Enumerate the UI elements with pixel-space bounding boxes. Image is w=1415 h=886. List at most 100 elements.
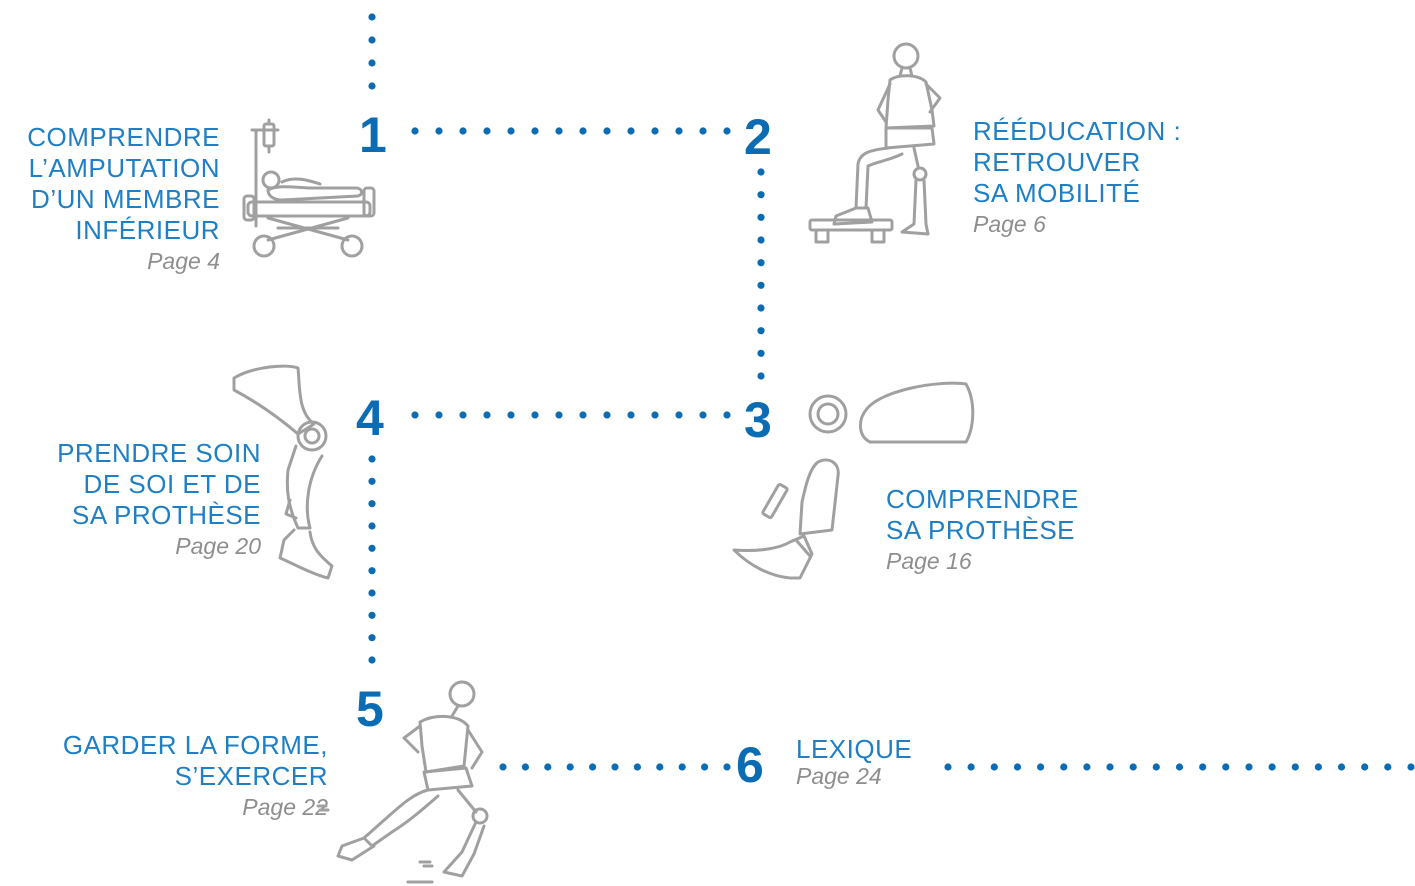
path-dot [656, 763, 663, 770]
page-ref: Page 4 [27, 246, 220, 276]
path-dot [368, 13, 375, 20]
step-number-2: 2 [744, 112, 772, 162]
path-dot [1037, 763, 1044, 770]
title-line: L’AMPUTATION [27, 153, 220, 184]
title-line: INFÉRIEUR [27, 215, 220, 246]
path-dot [368, 634, 375, 641]
runner-prosthesis-icon [312, 676, 512, 886]
title-line: D’UN MEMBRE [27, 184, 220, 215]
path-dot [1384, 763, 1391, 770]
path-dot [757, 168, 764, 175]
path-dot [1106, 763, 1113, 770]
path-dot [1222, 763, 1229, 770]
path-dot [1130, 763, 1137, 770]
path-dot [1176, 763, 1183, 770]
title-line: SA MOBILITÉ [973, 178, 1181, 209]
path-dot [1153, 763, 1160, 770]
section-title: COMPRENDRE L’AMPUTATION D’UN MEMBRE INFÉ… [27, 122, 220, 246]
path-dot [723, 127, 730, 134]
section-6[interactable]: LEXIQUE Page 24 [796, 734, 912, 791]
path-dot [1292, 763, 1299, 770]
path-dot [699, 127, 706, 134]
path-dot [611, 763, 618, 770]
path-dot [757, 282, 764, 289]
path-dot [675, 411, 682, 418]
path-dot [603, 411, 610, 418]
path-dot [1361, 763, 1368, 770]
path-dot [544, 763, 551, 770]
path-dot [757, 350, 764, 357]
title-line: COMPRENDRE [27, 122, 220, 153]
path-dot [757, 304, 764, 311]
path-dot [368, 589, 375, 596]
path-dot [701, 763, 708, 770]
section-title: RÉÉDUCATION : RETROUVER SA MOBILITÉ [973, 116, 1181, 209]
page-ref: Page 22 [63, 792, 328, 822]
path-dot [435, 411, 442, 418]
page-ref: Page 24 [796, 761, 912, 791]
path-dot [531, 127, 538, 134]
path-dot [531, 411, 538, 418]
path-dot [555, 127, 562, 134]
path-dot [522, 763, 529, 770]
step-number-6: 6 [736, 740, 764, 790]
path-dot [944, 763, 951, 770]
path-dot [699, 411, 706, 418]
title-line: RÉÉDUCATION : [973, 116, 1181, 147]
path-dot [1083, 763, 1090, 770]
path-dot [757, 372, 764, 379]
path-dot [555, 411, 562, 418]
section-5[interactable]: GARDER LA FORME, S’EXERCER Page 22 [63, 730, 328, 822]
path-dot [368, 522, 375, 529]
title-line: RETROUVER [973, 147, 1181, 178]
section-2[interactable]: RÉÉDUCATION : RETROUVER SA MOBILITÉ Page… [973, 116, 1181, 239]
section-1[interactable]: COMPRENDRE L’AMPUTATION D’UN MEMBRE INFÉ… [27, 122, 220, 276]
page-ref: Page 6 [973, 209, 1181, 239]
path-dot [757, 327, 764, 334]
path-dot [368, 478, 375, 485]
section-title: GARDER LA FORME, S’EXERCER [63, 730, 328, 792]
path-dot [627, 127, 634, 134]
path-dot [459, 411, 466, 418]
prosthesis-components-icon [720, 380, 980, 580]
path-dot [368, 59, 375, 66]
path-dot [1338, 763, 1345, 770]
path-dot [411, 127, 418, 134]
path-dot [1407, 763, 1414, 770]
path-dot [368, 455, 375, 462]
path-dot [368, 612, 375, 619]
path-dot [968, 763, 975, 770]
path-dot [757, 214, 764, 221]
path-dot [483, 127, 490, 134]
path-dot [1199, 763, 1206, 770]
path-dot [651, 127, 658, 134]
path-dot [1014, 763, 1021, 770]
path-dot [368, 545, 375, 552]
path-dot [579, 411, 586, 418]
path-dot [603, 127, 610, 134]
path-dot [579, 127, 586, 134]
path-dot [459, 127, 466, 134]
step-number-4: 4 [356, 393, 384, 443]
path-dot [589, 763, 596, 770]
path-dot [757, 191, 764, 198]
title-line: S’EXERCER [63, 761, 328, 792]
path-dot [507, 127, 514, 134]
path-dot [1269, 763, 1276, 770]
path-dot [368, 500, 375, 507]
path-dot [651, 411, 658, 418]
path-dot [1245, 763, 1252, 770]
hospital-bed-patient-icon [238, 118, 378, 260]
path-dot [411, 411, 418, 418]
path-dot [723, 763, 730, 770]
step-exercise-prosthesis-icon [806, 40, 966, 250]
path-dot [757, 236, 764, 243]
path-dot [634, 763, 641, 770]
path-dot [567, 763, 574, 770]
path-dot [1315, 763, 1322, 770]
path-dot [507, 411, 514, 418]
path-dot [675, 127, 682, 134]
path-dot [483, 411, 490, 418]
path-dot [757, 259, 764, 266]
path-dot [627, 411, 634, 418]
